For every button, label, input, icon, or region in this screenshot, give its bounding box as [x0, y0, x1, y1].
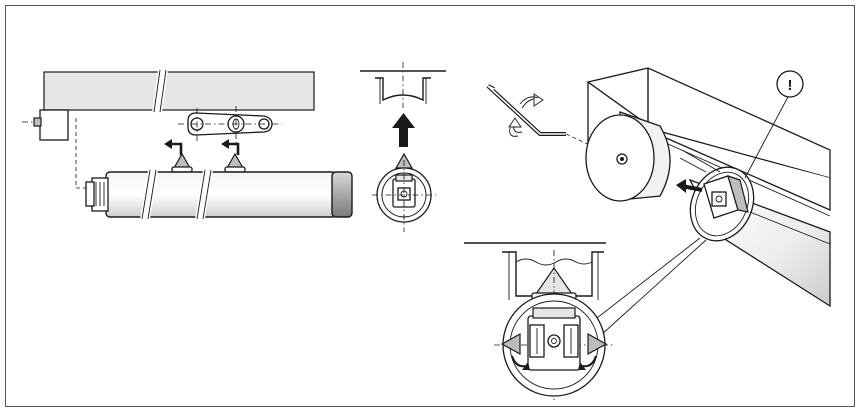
tube-break-marks — [140, 169, 213, 220]
rotate-arrow-lower — [508, 117, 523, 137]
axle-pin — [33, 117, 42, 127]
perspective-group: ! — [486, 67, 831, 371]
detail-rotate-arrow-left — [511, 355, 530, 370]
up-arrow — [392, 113, 415, 147]
motor-head — [85, 177, 109, 212]
guide-dashed-line — [75, 118, 96, 189]
cassette-end-bracket — [39, 109, 69, 141]
hex-key — [486, 84, 566, 136]
rotate-arrow-upper — [519, 93, 544, 109]
end-view-group — [360, 62, 446, 232]
warning-icon — [776, 70, 804, 98]
insert-arrow-right — [221, 139, 240, 155]
roller-tube — [105, 171, 337, 218]
insert-arrow-left — [164, 139, 183, 155]
clip-left — [171, 152, 193, 173]
cassette-housing — [43, 71, 315, 111]
perspective-bracket — [703, 175, 749, 219]
tube-end-cap — [331, 171, 353, 218]
insert-arrow-perspective — [676, 179, 703, 193]
detail-view-group — [464, 242, 614, 400]
perspective-ring — [676, 149, 755, 242]
clip-link-plate — [178, 106, 282, 146]
warning-callout: ! — [744, 70, 804, 179]
end-disc — [585, 111, 671, 202]
side-view-group — [22, 69, 353, 220]
cassette-break-marks — [152, 69, 168, 113]
warning-symbol: ! — [788, 77, 793, 94]
detail-leader-right — [599, 239, 707, 337]
frame-border — [5, 5, 855, 407]
detail-arrow-right — [587, 332, 608, 356]
clip-right — [224, 152, 246, 173]
detail-arrow-left — [500, 332, 521, 356]
detail-bracket — [527, 307, 581, 371]
detail-rotate-arrow-right — [578, 355, 597, 370]
